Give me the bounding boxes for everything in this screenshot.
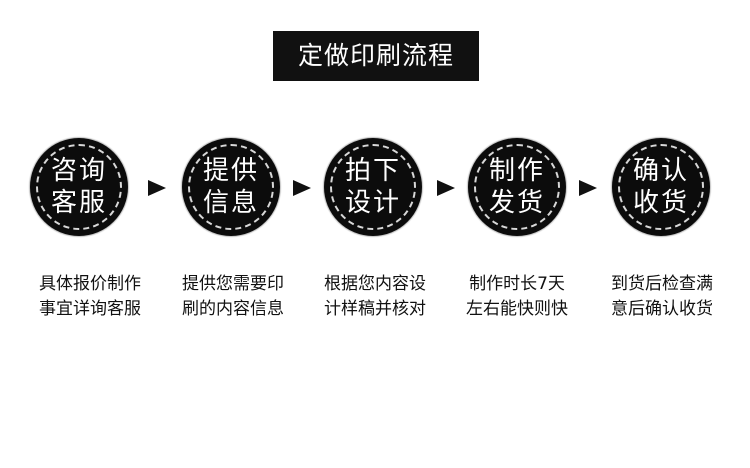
step-label-line1: 拍下 [344, 156, 401, 186]
step-label-line2: 设计 [344, 188, 401, 218]
step-description: 根据您内容设 计样稿并核对 [305, 272, 445, 322]
step-description-line1: 制作时长7天 [469, 274, 565, 294]
step-label-line1: 提供 [202, 156, 259, 186]
step-circle-confirm-receipt: 确认 收货 [612, 138, 710, 236]
step-description-line2: 意后确认收货 [611, 299, 713, 319]
step-circle-consult: 咨询 客服 [30, 138, 128, 236]
step-label: 咨询 客服 [30, 138, 128, 236]
step-description: 提供您需要印 刷的内容信息 [163, 272, 303, 322]
triangle-right-icon [579, 180, 597, 196]
step-description-line1: 根据您内容设 [324, 274, 426, 294]
step-label: 制作 发货 [468, 138, 566, 236]
step-label-line1: 制作 [488, 156, 545, 186]
step-description-line1: 提供您需要印 [182, 274, 284, 294]
step-label-line2: 发货 [488, 188, 545, 218]
step-description-line1: 具体报价制作 [39, 274, 141, 294]
step-label-line1: 咨询 [50, 156, 107, 186]
triangle-right-icon [148, 180, 166, 196]
step-description-line2: 刷的内容信息 [182, 299, 284, 319]
dashed-ring-decoration [474, 144, 560, 230]
step-circle-order-design: 拍下 设计 [324, 138, 422, 236]
step-label: 提供 信息 [182, 138, 280, 236]
step-description: 具体报价制作 事宜详询客服 [20, 272, 160, 322]
step-description: 制作时长7天 左右能快则快 [447, 272, 587, 322]
step-label-line1: 确认 [632, 156, 689, 186]
dashed-ring-decoration [618, 144, 704, 230]
step-description-line2: 事宜详询客服 [39, 299, 141, 319]
step-description-line2: 计样稿并核对 [324, 299, 426, 319]
step-label-line2: 信息 [202, 188, 259, 218]
step-circle-produce-ship: 制作 发货 [468, 138, 566, 236]
page-title: 定做印刷流程 [273, 31, 479, 81]
step-label-line2: 客服 [50, 188, 107, 218]
dashed-ring-decoration [36, 144, 122, 230]
dashed-ring-decoration [188, 144, 274, 230]
step-label: 确认 收货 [612, 138, 710, 236]
dashed-ring-decoration [330, 144, 416, 230]
step-description-line2: 左右能快则快 [466, 299, 568, 319]
triangle-right-icon [293, 180, 311, 196]
step-label: 拍下 设计 [324, 138, 422, 236]
step-circle-provide-info: 提供 信息 [182, 138, 280, 236]
step-description: 到货后检查满 意后确认收货 [592, 272, 732, 322]
step-label-line2: 收货 [632, 188, 689, 218]
triangle-right-icon [437, 180, 455, 196]
step-description-line1: 到货后检查满 [611, 274, 713, 294]
